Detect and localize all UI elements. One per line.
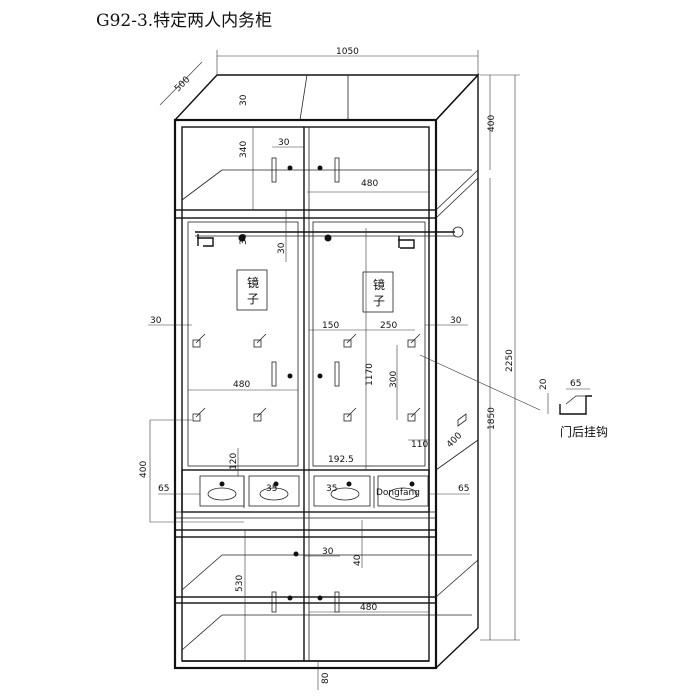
mirror-label-left-2: 子 [247, 292, 259, 306]
mirror-label-left-1: 镜 [247, 275, 259, 290]
mirror-label-right-2: 子 [373, 294, 385, 308]
dim-250-label: 250 [380, 321, 397, 331]
dim-30-d-label: 30 [277, 242, 287, 254]
dim-40-label: 40 [353, 554, 363, 566]
dim-30-left-label: 30 [150, 316, 162, 326]
dim-480-top-label: 480 [361, 179, 378, 189]
dim-300-label: 300 [389, 371, 399, 388]
dim-120-label: 120 [229, 453, 239, 470]
dim-hook-20-label: 20 [539, 378, 549, 390]
dim-480-low-label: 480 [360, 603, 377, 613]
dim-65-left-label: 65 [158, 484, 169, 494]
dim-hook-65-label: 65 [570, 379, 581, 389]
cabinet-carcass [173, 73, 480, 670]
dim-30-b-label: 30 [278, 138, 290, 148]
dim-530-label: 530 [235, 575, 245, 592]
dim-depth-label: 500 [173, 75, 192, 94]
dim-width-label: 1050 [336, 47, 359, 57]
brand-text: Dongfang [376, 488, 420, 498]
dim-480-mid-label: 480 [233, 380, 250, 390]
wardrobe-interior [187, 157, 467, 613]
dim-192-5-label: 192.5 [328, 455, 354, 465]
dim-150-label: 150 [322, 321, 339, 331]
dim-30-right-label: 30 [450, 316, 462, 326]
dim-35-a-label: 35 [266, 484, 277, 494]
dim-400-side-label: 400 [445, 431, 464, 450]
dim-top-height-label: 400 [487, 115, 497, 132]
drawing-title: G92-3.特定两人内务柜 [96, 11, 273, 31]
door-hook-detail [547, 388, 592, 415]
dim-30-a-label: 30 [239, 94, 249, 106]
door-hook-label: 门后挂钩 [560, 424, 608, 439]
dim-400-left-label: 400 [139, 461, 149, 478]
dim-35-b-label: 35 [326, 484, 337, 494]
dimension-lines [148, 50, 541, 690]
dim-body-height-label: 1850 [487, 407, 497, 430]
mirror-label-right-1: 镜 [373, 277, 385, 292]
dim-80-label: 80 [321, 672, 331, 684]
dim-30-low-label: 30 [322, 547, 334, 557]
dim-30-c-label: 30 [239, 233, 249, 245]
dim-1170-label: 1170 [365, 363, 375, 386]
dim-110-label: 110 [411, 440, 428, 450]
dim-65-right-label: 65 [458, 484, 469, 494]
dim-total-height-label: 2250 [505, 349, 515, 372]
dim-340-label: 340 [239, 141, 249, 158]
